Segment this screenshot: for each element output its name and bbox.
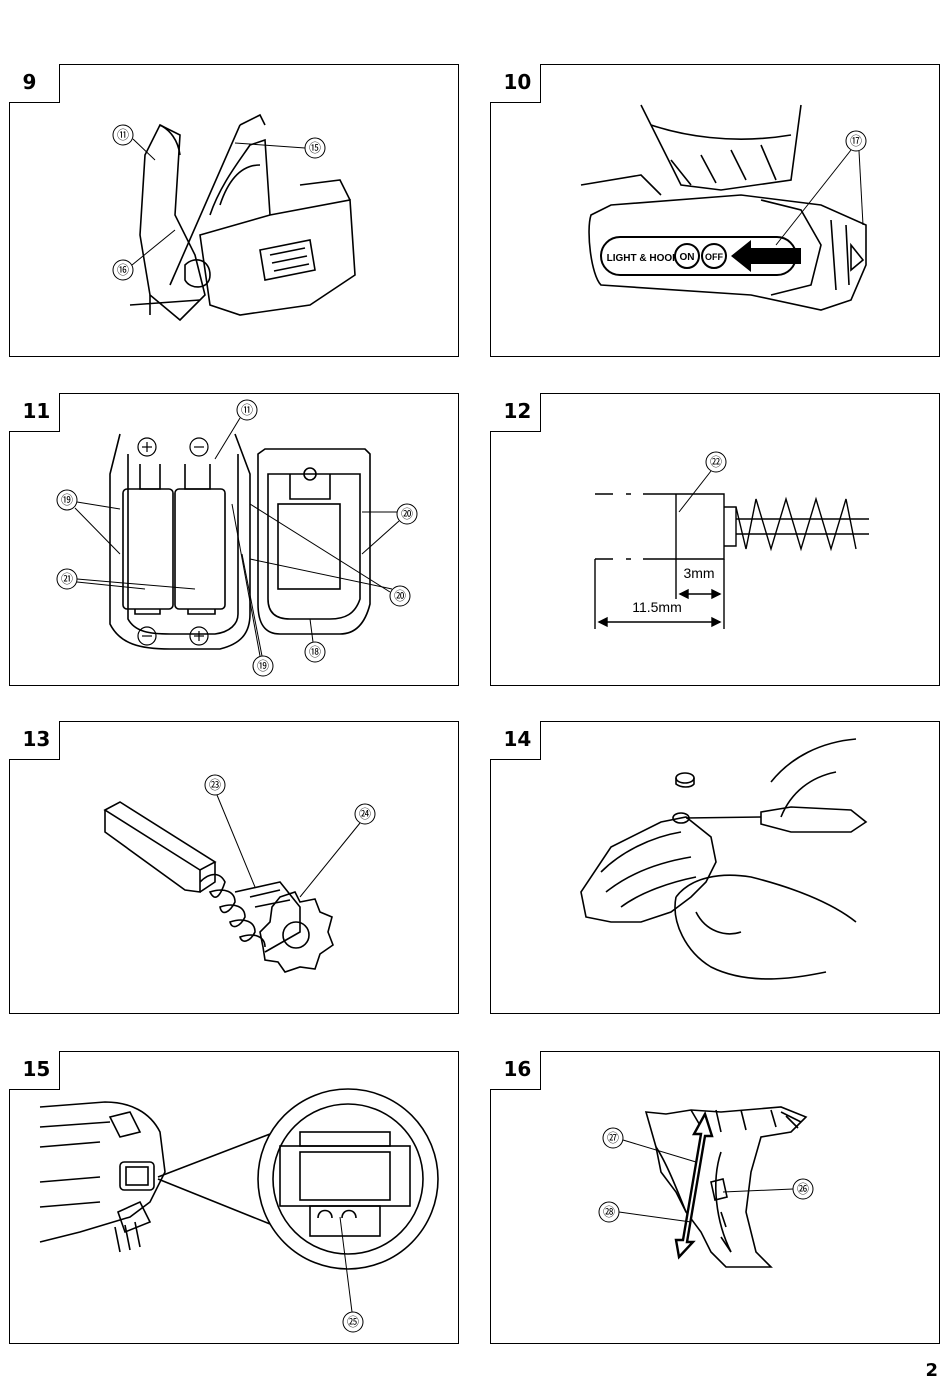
figure-15-panel: 15 ㉕ [8, 1050, 459, 1344]
figure-number-tab: 15 [8, 1050, 60, 1090]
light-hook-label: LIGHT & HOOK [607, 253, 681, 264]
figure-number-tab: 14 [489, 720, 541, 760]
callout-label: ㉖ [797, 1182, 809, 1196]
figure-number-tab: 13 [8, 720, 60, 760]
figure-number: 14 [503, 726, 532, 751]
callout-label: ⑯ [117, 263, 129, 277]
callout-label: ⑲ [61, 493, 73, 507]
figure-12-panel: 12 ㉒ 3mm 11.5mm [489, 392, 940, 686]
callout-label: ㉕ [347, 1315, 359, 1329]
page-number: 2 [925, 1360, 938, 1381]
callout-label: ㉑ [61, 572, 73, 586]
callout-label: ⑲ [257, 659, 269, 673]
figure-13-illustration: ㉓ ㉔ [103, 774, 376, 973]
callout-label: ㉒ [710, 455, 722, 469]
figure-12-illustration: ㉒ 3mm 11.5mm [594, 451, 869, 629]
callout-label: ㉓ [209, 778, 221, 792]
figure-15-illustration: ㉕ [39, 1088, 439, 1333]
figure-11-panel: 11 [8, 392, 459, 686]
dimension-3mm: 3mm [683, 565, 714, 581]
dimension-11-5mm: 11.5mm [632, 599, 682, 615]
figure-number: 9 [22, 69, 37, 94]
figure-number: 13 [22, 726, 51, 751]
figure-number-tab: 12 [489, 392, 541, 432]
figure-number: 15 [22, 1056, 51, 1081]
figure-16-illustration: ㉗ ㉖ ㉘ [598, 1106, 814, 1268]
figure-10-illustration: LIGHT & HOOK ON OFF ⑰ [580, 104, 867, 311]
figure-14-illustration [580, 738, 868, 980]
callout-label: ⑳ [394, 589, 406, 603]
figure-number: 16 [503, 1056, 532, 1081]
figure-11-illustration: ⑪ ⑲ ⑳ ㉑ ⑳ ⑲ ⑱ [56, 399, 418, 677]
callout-label: ⑪ [117, 128, 129, 142]
callout-label: ㉗ [607, 1131, 619, 1145]
figure-number: 10 [503, 69, 532, 94]
on-label: ON [680, 252, 695, 263]
callout-label: ⑳ [401, 507, 413, 521]
figure-9-illustration: ⑪ ⑮ ⑯ [112, 113, 356, 322]
callout-label: ⑮ [309, 141, 321, 155]
off-label: OFF [705, 252, 723, 262]
figure-16-panel: 16 ㉗ ㉖ ㉘ [489, 1050, 940, 1344]
callout-label: ㉔ [359, 807, 371, 821]
figure-number-tab: 16 [489, 1050, 541, 1090]
callout-label: ⑰ [850, 134, 862, 148]
figure-9-panel: 9 ⑪ ⑮ ⑯ [8, 63, 459, 357]
figure-number-tab: 10 [489, 63, 541, 103]
callout-label: ㉘ [603, 1205, 615, 1219]
callout-label: ⑪ [241, 403, 253, 417]
figure-number-tab: 11 [8, 392, 60, 432]
figure-14-panel: 14 [489, 720, 940, 1014]
figure-number-tab: 9 [8, 63, 60, 103]
figure-number: 11 [22, 398, 51, 423]
figure-13-panel: 13 ㉓ ㉔ [8, 720, 459, 1014]
callout-label: ⑱ [309, 645, 321, 659]
figure-number: 12 [503, 398, 532, 423]
adjust-arrow-icon [674, 1110, 714, 1260]
slide-arrow-icon [731, 240, 801, 272]
figure-10-panel: 10 LIGHT & HOOK ON OFF ⑰ [489, 63, 940, 357]
